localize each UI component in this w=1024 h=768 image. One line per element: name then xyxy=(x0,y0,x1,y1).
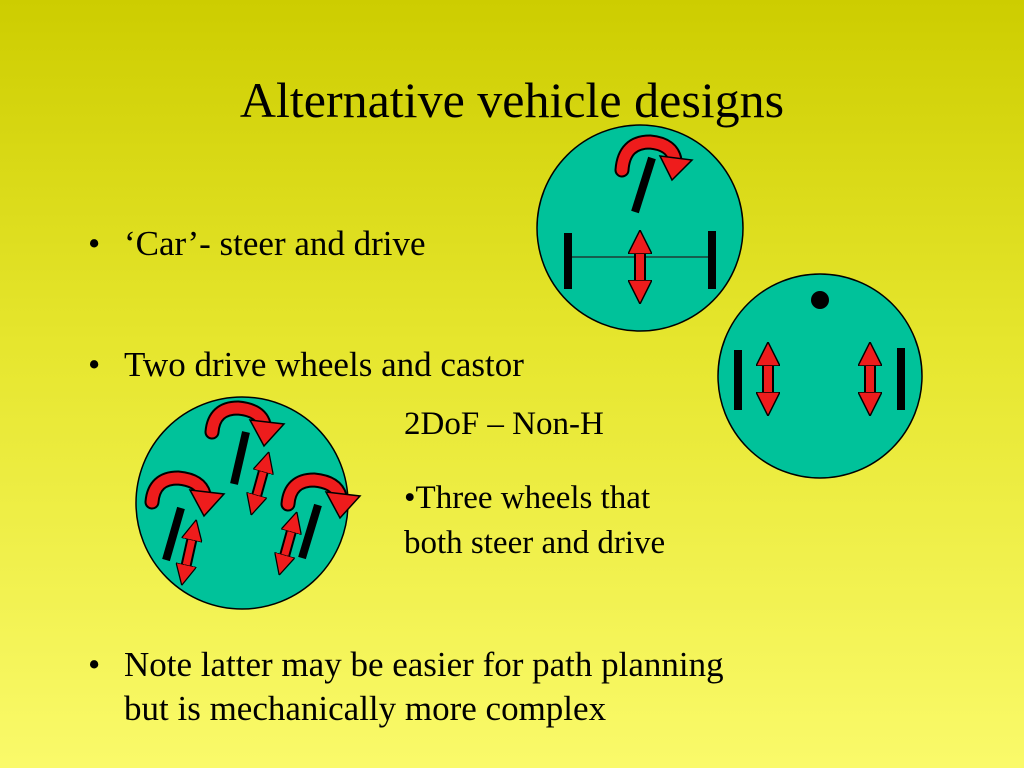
three-wheels-line: •Three wheels that xyxy=(404,480,651,516)
three-wheels-text: •Three wheels that both steer and drive xyxy=(404,476,665,566)
bullet-car: • ‘Car’- steer and drive xyxy=(88,222,426,266)
car-steer-arrow xyxy=(614,134,694,182)
bullet-two-drive: • Two drive wheels and castor xyxy=(88,343,524,387)
bullet-marker: • xyxy=(88,224,101,263)
bullet-marker: • xyxy=(88,345,101,384)
synchro-top-drive-arrow xyxy=(254,462,266,505)
car-front-steer-wheel xyxy=(631,156,656,214)
synchro-body xyxy=(135,396,349,610)
synchro-top-module xyxy=(204,400,286,505)
synchro-top-steer-arrow xyxy=(204,400,286,448)
car-vehicle-diagram xyxy=(536,124,744,332)
bullet-text: Two drive wheels and castor xyxy=(124,345,524,384)
slide-title: Alternative vehicle designs xyxy=(239,72,785,128)
bullet-text: ‘Car’- steer and drive xyxy=(124,224,426,263)
bullet-text-line: but is mechanically more complex xyxy=(124,689,607,728)
bullet-marker: • xyxy=(88,645,101,684)
synchro-left-steer-arrow xyxy=(144,470,226,518)
synchro-left-drive-arrow xyxy=(184,530,194,575)
differential-drive-diagram xyxy=(717,273,923,479)
bullet-text-line: Note latter may be easier for path plann… xyxy=(124,645,724,684)
diff-body xyxy=(717,273,923,479)
synchro-left-module xyxy=(144,470,226,575)
three-wheels-line: both steer and drive xyxy=(404,525,666,561)
dof-label: 2DoF – Non-H xyxy=(404,406,604,442)
car-body xyxy=(536,124,744,332)
synchro-right-module xyxy=(280,472,362,565)
synchro-right-steer-arrow xyxy=(280,472,362,520)
bullet-note: • Note latter may be easier for path pla… xyxy=(88,643,724,731)
synchro-drive-diagram xyxy=(135,396,362,610)
castor-wheel xyxy=(811,291,829,309)
bullet-text-block: Note latter may be easier for path plann… xyxy=(124,643,724,731)
synchro-right-drive-arrow xyxy=(282,522,294,565)
